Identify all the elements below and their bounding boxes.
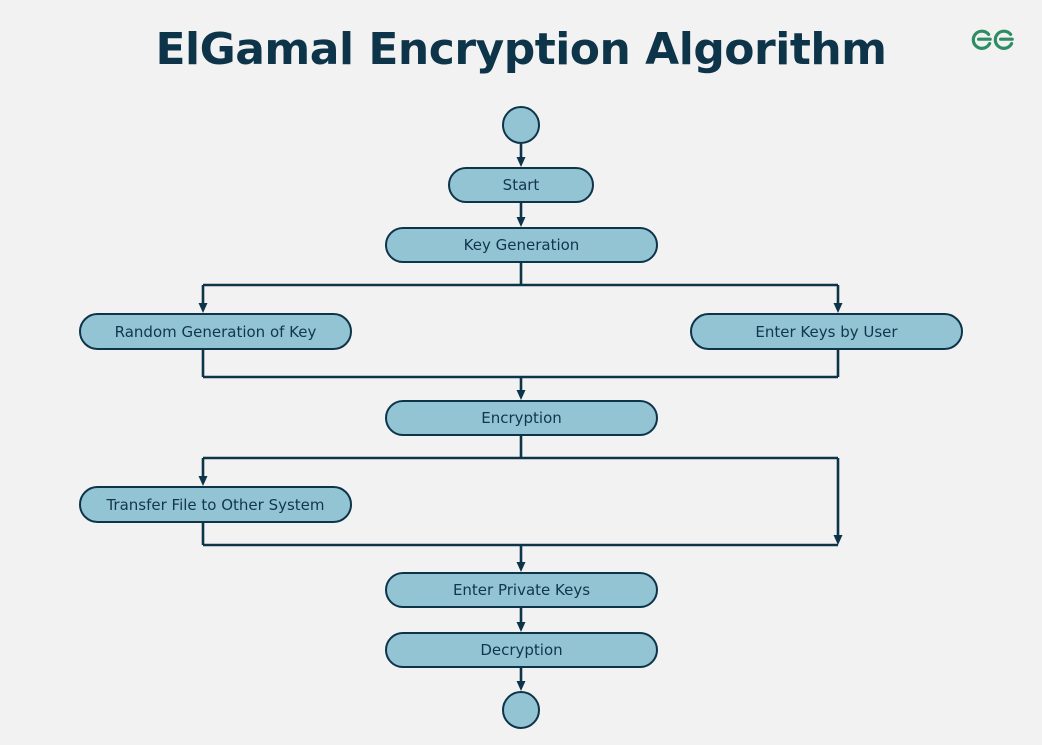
node-enter-private-keys[interactable]: Enter Private Keys [385,572,658,608]
node-start-terminator[interactable] [502,106,540,144]
page-title: ElGamal Encryption Algorithm [155,24,887,75]
node-key-generation[interactable]: Key Generation [385,227,658,263]
node-encryption[interactable]: Encryption [385,400,658,436]
node-random-generation-of-key[interactable]: Random Generation of Key [79,313,352,350]
node-start[interactable]: Start [448,167,594,203]
node-enter-keys-by-user[interactable]: Enter Keys by User [690,313,963,350]
geeksforgeeks-logo [971,29,1014,50]
node-end-terminator[interactable] [502,691,540,729]
node-transfer-file-to-other-system[interactable]: Transfer File to Other System [79,486,352,523]
node-decryption[interactable]: Decryption [385,632,658,668]
